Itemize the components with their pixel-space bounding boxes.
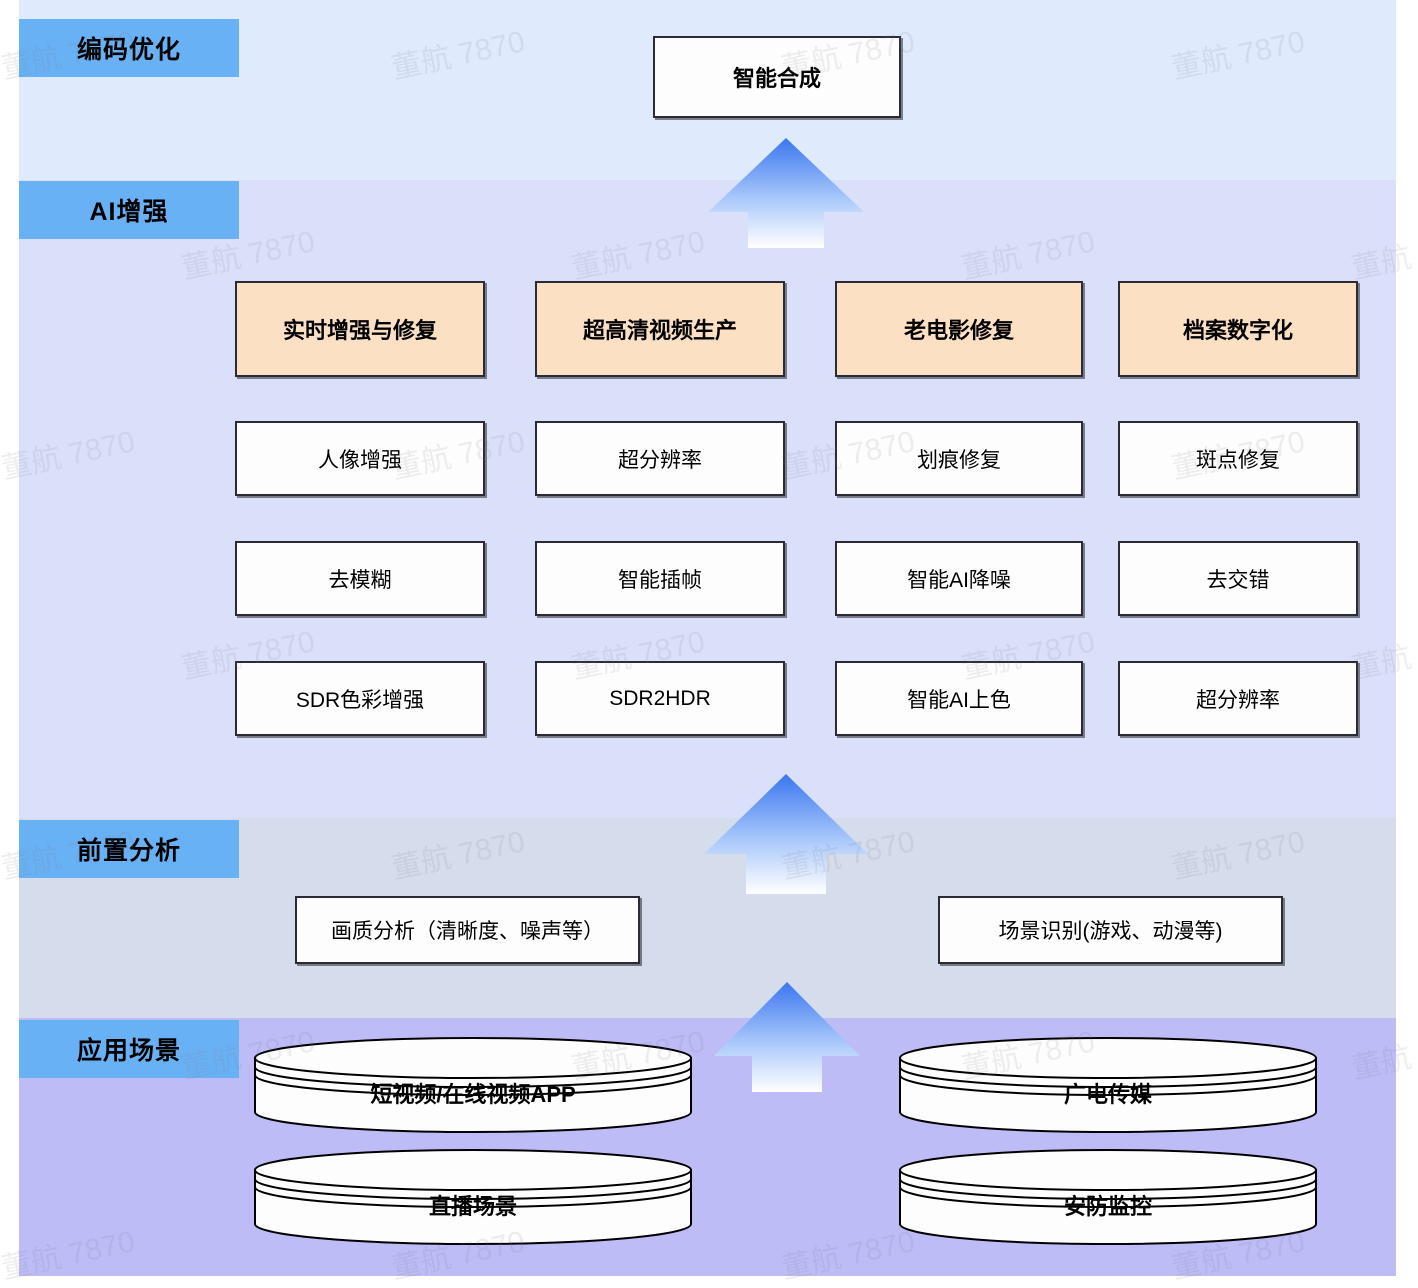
node-col1-header[interactable]: 实时增强与修复 <box>235 281 485 377</box>
arrow-ai-to-encode <box>706 136 866 248</box>
node-col3-item2[interactable]: 智能AI降噪 <box>835 541 1083 616</box>
node-app-short-video[interactable]: 短视频/在线视频APP <box>253 1036 693 1134</box>
node-col3-item1[interactable]: 划痕修复 <box>835 421 1083 496</box>
node-col4-item3[interactable]: 超分辨率 <box>1118 661 1358 736</box>
node-col3-header[interactable]: 老电影修复 <box>835 281 1083 377</box>
layer-label-ai: AI增强 <box>19 181 239 239</box>
arrow-pre-to-ai <box>702 772 870 894</box>
node-col4-item2[interactable]: 去交错 <box>1118 541 1358 616</box>
node-col2-header[interactable]: 超高清视频生产 <box>535 281 785 377</box>
layer-label-encode: 编码优化 <box>19 19 239 77</box>
arrow-app-to-pre <box>712 980 862 1092</box>
node-quality-analysis[interactable]: 画质分析（清晰度、噪声等） <box>295 896 640 964</box>
node-col2-item2[interactable]: 智能插帧 <box>535 541 785 616</box>
node-app-broadcast-media[interactable]: 广电传媒 <box>898 1036 1318 1134</box>
node-col3-item3[interactable]: 智能AI上色 <box>835 661 1083 736</box>
node-smart-synthesis[interactable]: 智能合成 <box>653 36 901 118</box>
node-col4-header[interactable]: 档案数字化 <box>1118 281 1358 377</box>
node-col1-item3[interactable]: SDR色彩增强 <box>235 661 485 736</box>
node-col2-item3[interactable]: SDR2HDR <box>535 661 785 736</box>
node-col4-item1[interactable]: 斑点修复 <box>1118 421 1358 496</box>
node-app-live-streaming[interactable]: 直播场景 <box>253 1148 693 1246</box>
node-scene-recognition[interactable]: 场景识别(游戏、动漫等) <box>938 896 1283 964</box>
node-app-security-surveillance[interactable]: 安防监控 <box>898 1148 1318 1246</box>
layer-label-app: 应用场景 <box>19 1020 239 1078</box>
layer-label-pre: 前置分析 <box>19 820 239 878</box>
node-col1-item1[interactable]: 人像增强 <box>235 421 485 496</box>
node-col2-item1[interactable]: 超分辨率 <box>535 421 785 496</box>
node-col1-item2[interactable]: 去模糊 <box>235 541 485 616</box>
